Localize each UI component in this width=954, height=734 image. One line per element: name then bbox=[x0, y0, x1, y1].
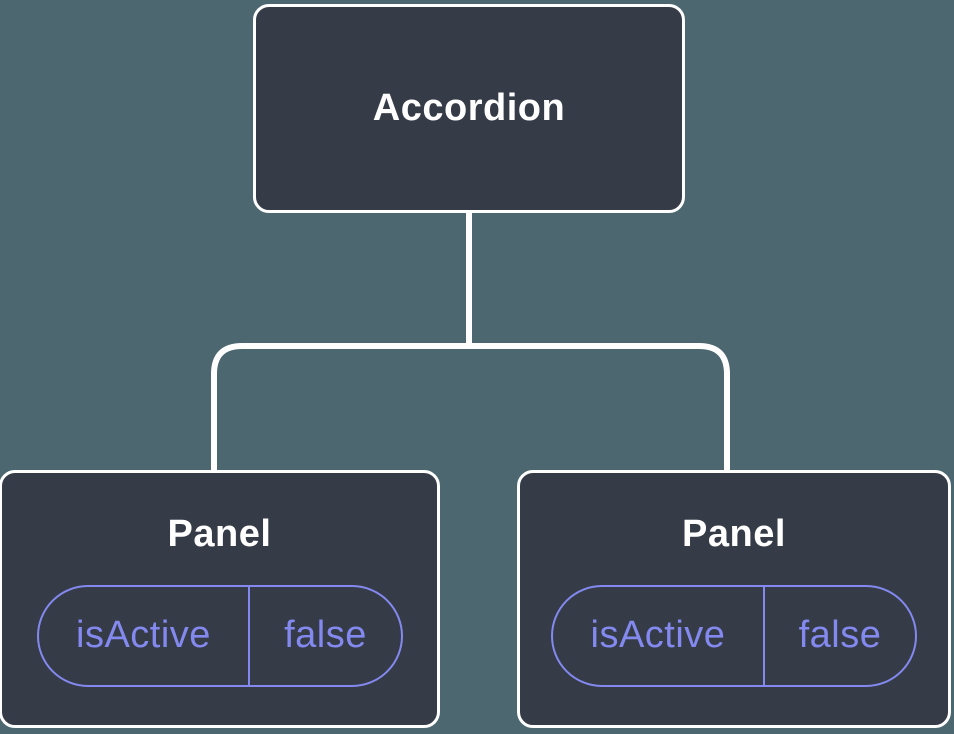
panel-right-state-value: false bbox=[798, 614, 882, 657]
panel-left-state-value: false bbox=[284, 614, 367, 657]
panel-node-right: Panel isActive false bbox=[517, 470, 951, 728]
panel-node-left: Panel isActive false bbox=[0, 470, 440, 728]
panel-left-state-key: isActive bbox=[39, 586, 251, 685]
panel-right-state-pill: isActive false bbox=[551, 584, 917, 687]
accordion-node: Accordion bbox=[253, 4, 685, 213]
panel-left-label: Panel bbox=[167, 513, 272, 555]
panel-right-state-key: isActive bbox=[553, 586, 765, 685]
panel-left-state-pill: isActive false bbox=[36, 584, 403, 687]
panel-right-label: Panel bbox=[682, 513, 786, 555]
accordion-node-label: Accordion bbox=[372, 86, 566, 129]
connector-branch-bracket bbox=[211, 343, 730, 472]
